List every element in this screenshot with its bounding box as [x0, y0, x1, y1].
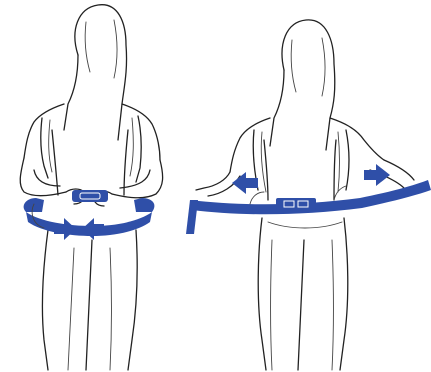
right-hip-belt: [186, 180, 431, 234]
right-panel: [186, 20, 431, 370]
left-figure-outline: [20, 5, 162, 370]
arrow-left-icon: [82, 218, 104, 240]
arrow-right-icon: [54, 218, 76, 240]
arrow-left-icon: [232, 172, 258, 194]
left-panel: [20, 5, 162, 370]
belt-buckle: [276, 198, 316, 210]
belt-buckle: [72, 190, 108, 202]
arrow-right-icon: [364, 164, 390, 186]
